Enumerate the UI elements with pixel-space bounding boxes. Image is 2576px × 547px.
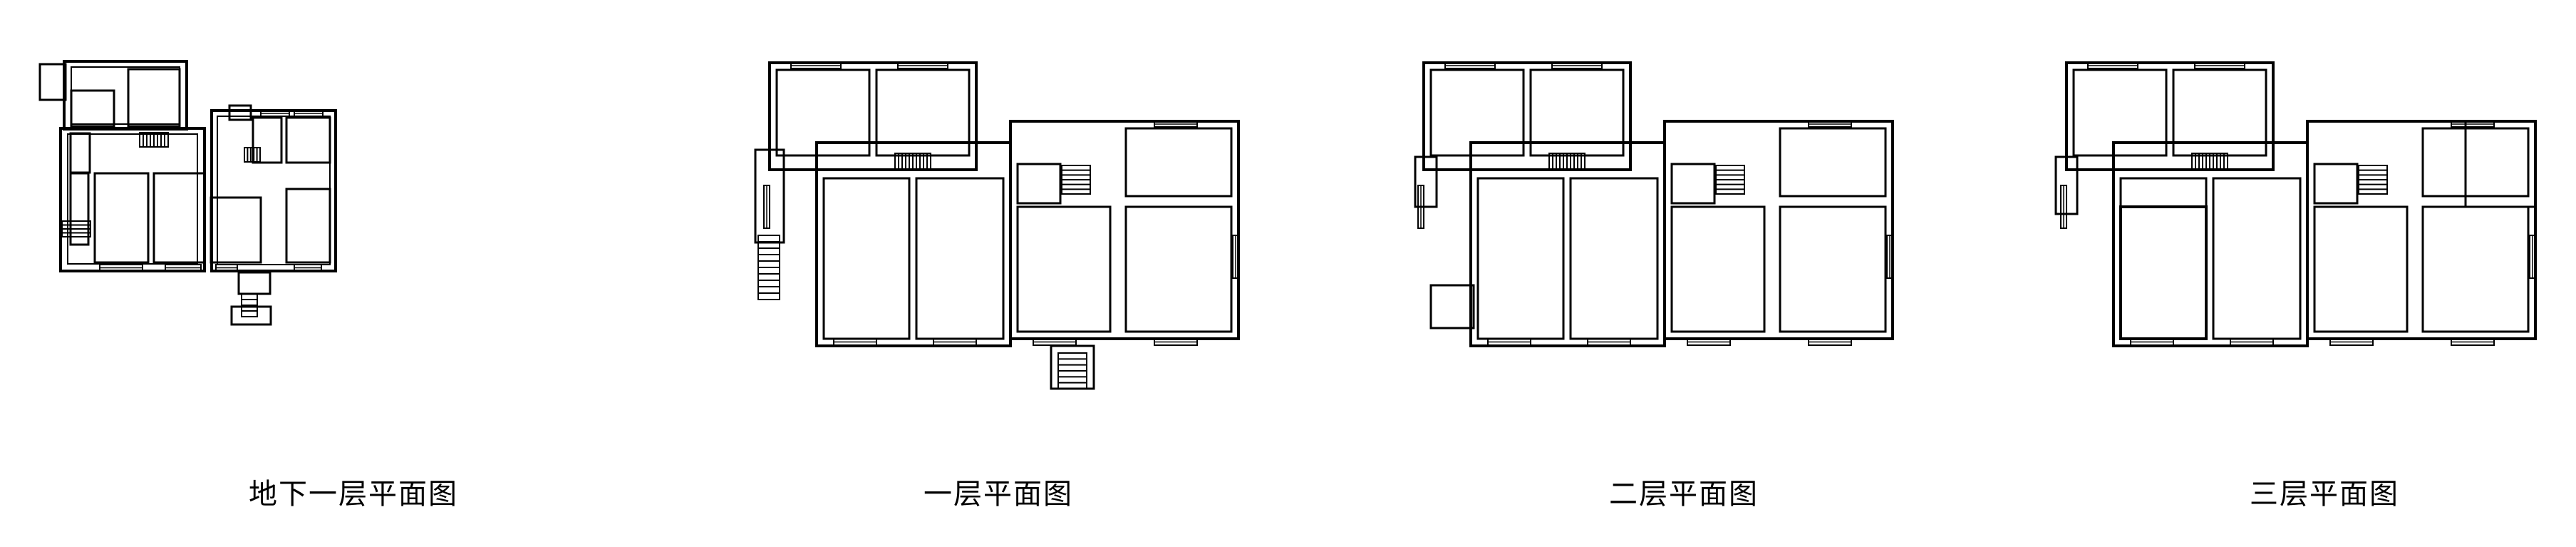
bay-window [2054,155,2079,215]
room [2313,163,2359,205]
room [152,172,206,264]
third-floor-plan-caption: 三层平面图 [2250,478,2399,511]
room [1476,177,1565,340]
stair [1548,153,1586,171]
room [285,116,331,164]
stair [894,153,931,171]
room [1569,177,1659,340]
corridor [69,172,90,246]
room [2072,68,2168,157]
room [2119,205,2208,340]
outer-wall [59,127,206,272]
room [2421,127,2530,198]
outer-wall [2065,61,2275,171]
stair [2191,153,2228,171]
room [1016,205,1112,333]
outer-wall [210,109,337,272]
second-floor-plan [1414,61,1894,347]
outer-wall [1469,141,1666,347]
outer-wall [1422,61,1632,171]
room [93,172,150,264]
outer-wall [815,141,1012,347]
first-floor-plan-caption: 一层平面图 [924,478,1073,511]
room [1016,163,1062,205]
room [2464,120,2537,208]
room [2421,205,2530,333]
stair [1715,165,1745,195]
room [2313,205,2409,333]
basement-floor-plan [38,60,337,326]
corridor [69,132,91,174]
room [1779,205,1887,333]
stair [61,220,91,237]
third-floor-plan [2054,61,2537,347]
stair [1057,352,1087,389]
basement-plan-caption: 地下一层平面图 [249,478,458,511]
room [1670,163,1716,205]
room [2212,177,2302,340]
entry-landing [230,305,272,326]
outer-wall [1663,120,1894,340]
second-floor-plan-caption: 二层平面图 [1609,478,1759,511]
outer-wall [2112,141,2309,347]
room [822,177,911,340]
room [127,68,181,128]
stair [757,235,780,300]
stair [1061,165,1091,195]
outer-wall [63,60,188,131]
room [915,177,1005,340]
room [210,196,262,264]
room [775,68,871,157]
room [1670,205,1766,333]
outer-wall [1009,120,1240,340]
outer-wall [2306,120,2537,340]
stair [139,132,169,148]
room [1124,205,1233,333]
room [252,116,283,164]
stair [244,147,261,163]
room [1779,127,1887,198]
annex [38,63,67,101]
first-floor-plan [754,61,1240,390]
bay-window [1414,155,1438,208]
vestibule [228,104,252,121]
inner-wall [71,66,180,125]
room [1429,68,1525,157]
room [2119,177,2208,340]
room [1124,127,1233,198]
room [285,188,331,264]
stair [2358,165,2388,195]
room [70,89,115,128]
stair [241,293,258,317]
inner-wall [217,116,331,265]
outer-wall [768,61,978,171]
room [1429,284,1475,329]
entry [237,271,271,295]
